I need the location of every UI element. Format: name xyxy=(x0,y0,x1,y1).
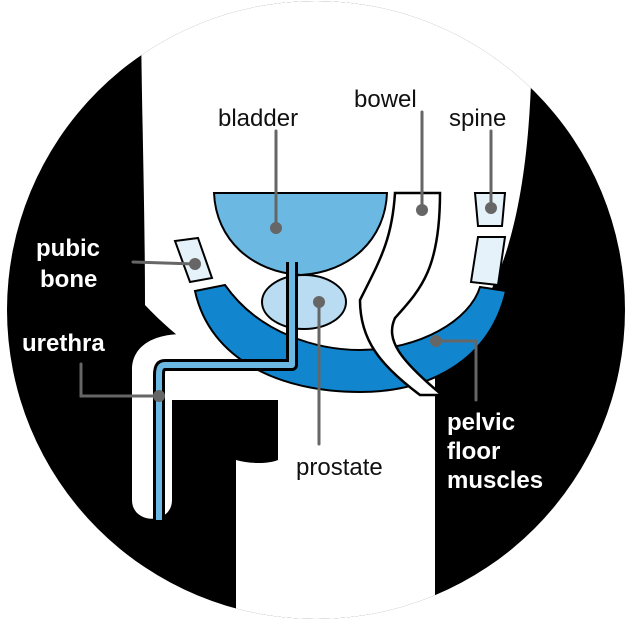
spine-vertebra-lower xyxy=(471,237,505,285)
pelvic-floor-pointer-dot xyxy=(430,335,442,347)
prostate-shape xyxy=(262,275,346,329)
bladder-pointer-dot xyxy=(270,222,282,234)
pubic-bone-label-line1: pubic xyxy=(36,235,100,262)
pubic-bone-pointer-dot xyxy=(189,258,201,270)
urethra-pointer-dot xyxy=(153,390,165,402)
spine-pointer-dot xyxy=(485,202,497,214)
pelvic-floor-label-line3: muscles xyxy=(447,467,543,494)
pubic-bone-label-line2: bone xyxy=(40,266,97,293)
prostate-pointer-dot xyxy=(313,296,325,308)
pelvic-floor-label-line2: floor xyxy=(447,438,500,465)
bowel-label: bowel xyxy=(354,86,417,113)
spine-label: spine xyxy=(449,105,506,132)
pubic-bone-leader-line xyxy=(133,262,195,264)
prostate-label: prostate xyxy=(296,454,383,481)
urethra-label: urethra xyxy=(22,330,105,357)
bladder-label: bladder xyxy=(218,105,298,132)
pelvic-floor-label-line1: pelvic xyxy=(447,409,515,436)
bowel-pointer-dot xyxy=(416,204,428,216)
